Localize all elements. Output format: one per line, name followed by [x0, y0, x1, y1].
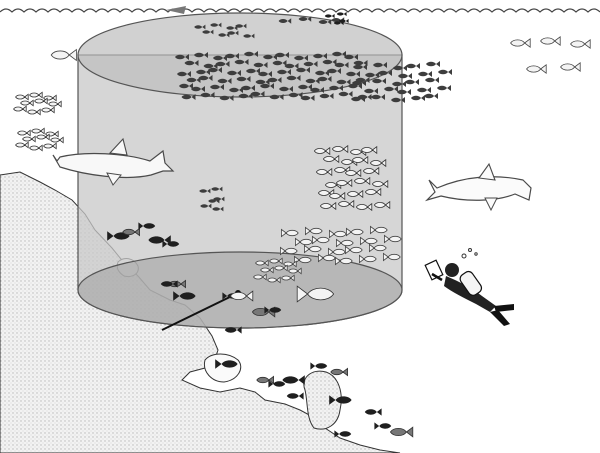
school-fish-icon [16, 142, 29, 147]
school-fish-icon [49, 101, 62, 106]
school-fish-icon [426, 61, 440, 67]
school-fish-icon [23, 136, 36, 141]
school-fish-icon [30, 145, 43, 150]
school-fish-icon [418, 71, 432, 77]
school-fish-icon [32, 128, 45, 133]
reef-outcrop [304, 371, 341, 429]
school-fish-icon [42, 107, 55, 112]
school-fish-icon [16, 94, 29, 99]
school-fish-icon [337, 12, 347, 16]
school-fish-icon [571, 40, 591, 48]
school-fish-icon [30, 92, 43, 97]
reef-fish-icon [374, 422, 391, 429]
school-fish-icon [437, 85, 451, 91]
school-fish-icon [417, 87, 431, 93]
school-fish-icon [21, 100, 34, 105]
scuba-diver-with-slate-icon [425, 249, 514, 327]
school-fish-icon [411, 95, 425, 101]
fish-icon [51, 50, 76, 61]
school-fish-icon [424, 93, 438, 99]
school-fish-icon [44, 143, 57, 148]
reef-fish-icon [365, 408, 382, 415]
hammerhead-shark-icon [427, 164, 531, 210]
school-fish-icon [527, 65, 547, 73]
reef-fish-icon [287, 392, 304, 399]
reef-fish-icon [310, 362, 327, 369]
school-fish-icon [425, 77, 439, 83]
school-fish-icon [28, 109, 41, 114]
reef-fish-icon [390, 427, 412, 437]
school-fish-icon [406, 63, 420, 69]
sea-surface-wave-line [0, 9, 600, 12]
reef-fish-icon [282, 375, 304, 385]
school-fish-icon [511, 39, 531, 47]
school-fish-icon [541, 37, 561, 45]
school-fish-icon [14, 106, 27, 111]
school-fish-icon [51, 137, 64, 142]
school-fish-icon [438, 69, 452, 75]
school-fish-icon [325, 14, 335, 18]
survey-cylinder-bottom [78, 252, 402, 328]
school-fish-icon [561, 63, 581, 71]
surface-fish-icon [166, 6, 186, 14]
school-fish-icon [405, 79, 419, 85]
reef-outcrop [204, 354, 240, 382]
reef-fish-icon [331, 368, 348, 375]
school-fish-icon [18, 130, 31, 135]
